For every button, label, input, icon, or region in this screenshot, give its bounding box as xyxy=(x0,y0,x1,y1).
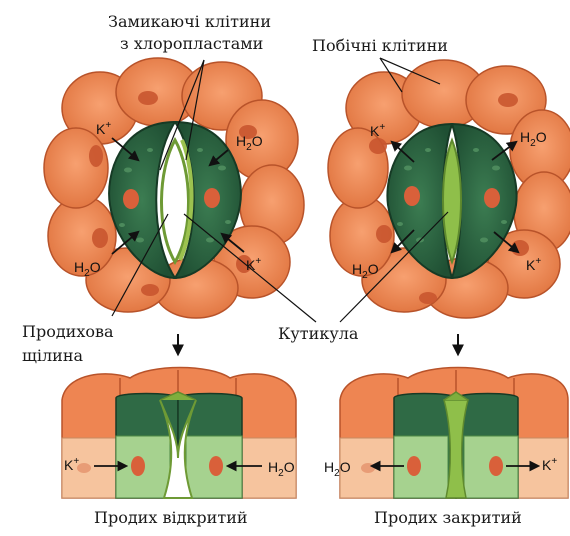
closed-stoma-section: H2O K+ xyxy=(324,368,568,499)
open-stoma-surface: K+ H2O H2O K+ xyxy=(44,58,304,318)
cuticle-label: Кутикула xyxy=(278,324,358,343)
stomatal-pore-label-line1: Продихова xyxy=(22,322,114,341)
caption-open: Продих відкритий xyxy=(94,508,248,527)
guard-cells-label-line1: Замикаючі клітини xyxy=(108,12,271,31)
closed-stoma-surface: K+ H2O H2O K+ xyxy=(328,60,570,318)
guard-cells-label-line2: з хлоропластами xyxy=(120,34,263,53)
caption-closed: Продих закритий xyxy=(374,508,522,527)
subsidiary-cells-label: Побічні клітини xyxy=(312,36,448,55)
open-stoma-section: K+ H2O xyxy=(62,368,296,499)
stomatal-pore-label-line2: щілина xyxy=(22,346,83,365)
